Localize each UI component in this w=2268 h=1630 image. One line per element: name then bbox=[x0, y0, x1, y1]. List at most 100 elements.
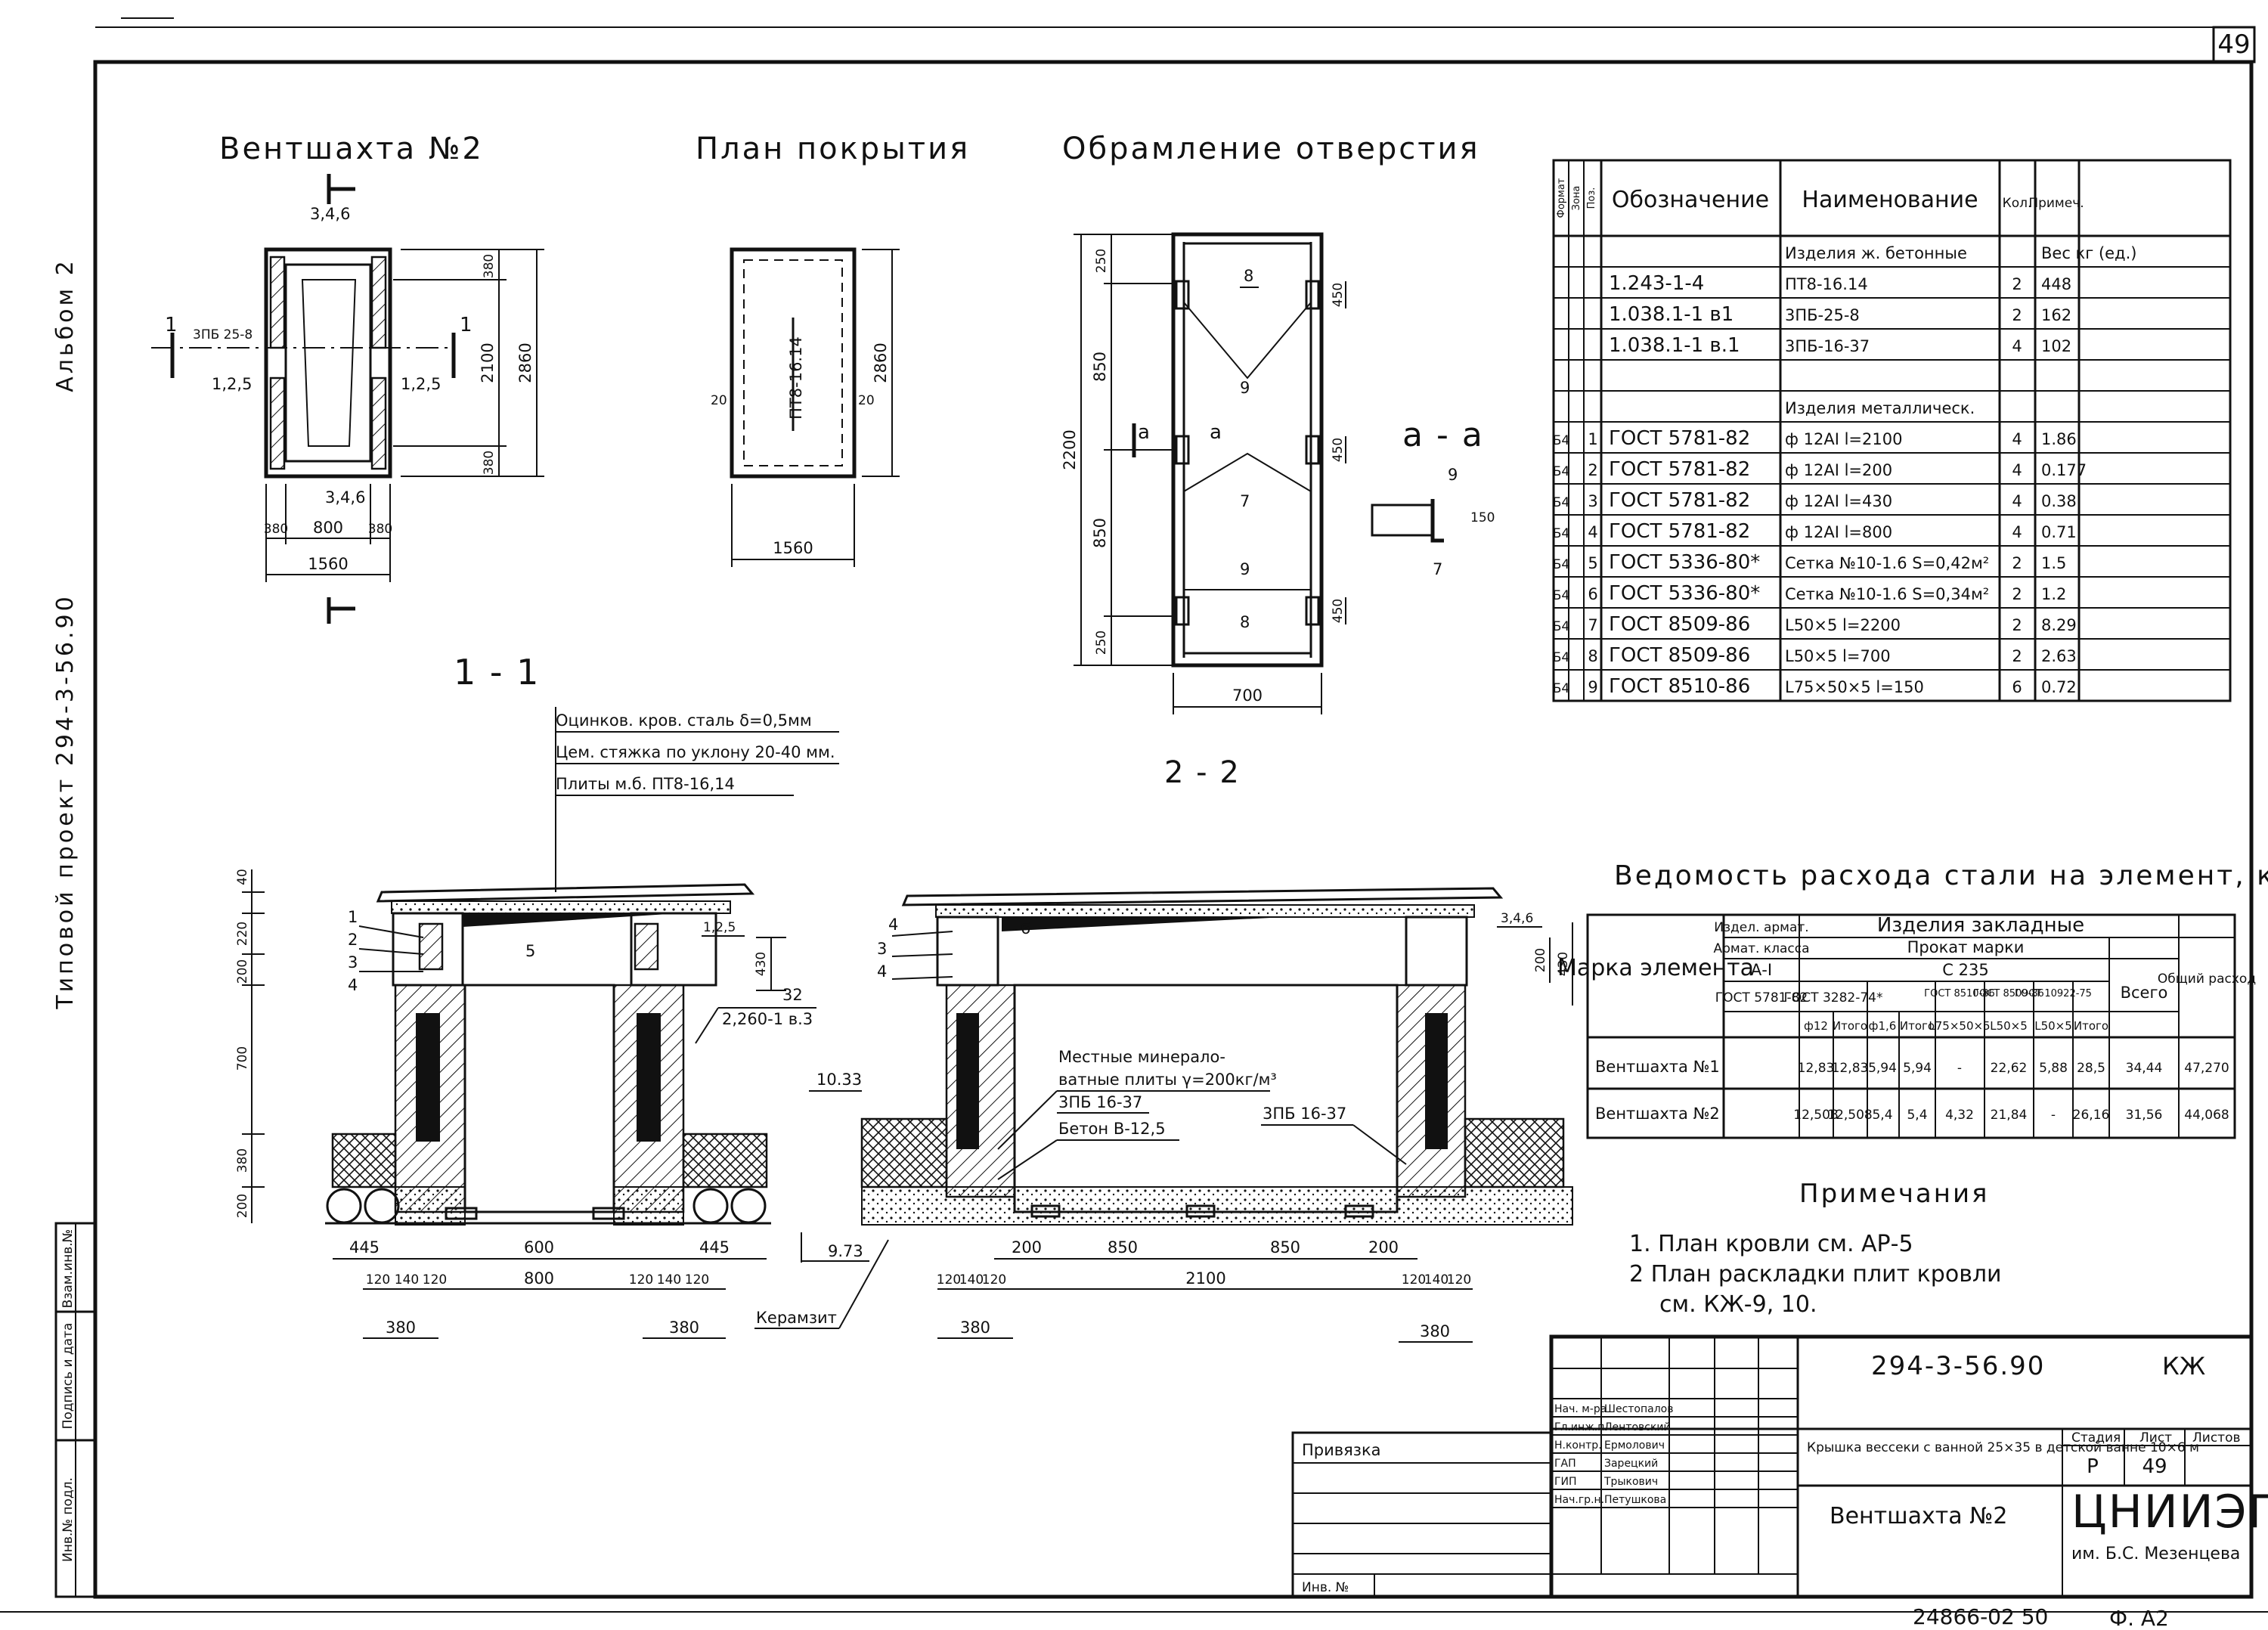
steel-cell: 12,83 bbox=[1832, 1061, 1869, 1076]
tb-element-name: Вентшахта №2 bbox=[1830, 1503, 2007, 1529]
stamp-replace: Взам.инв.№ bbox=[60, 1229, 76, 1309]
tb-sheet-label: Лист bbox=[2139, 1430, 2172, 1446]
plan-label: ПТ8-16.14 bbox=[787, 336, 805, 420]
spec-cell: 4 bbox=[2012, 523, 2022, 541]
spec-cell: ПТ8-16.14 bbox=[1785, 275, 1868, 293]
steel-h-section: Издел. армат. bbox=[1714, 920, 1808, 935]
steel-table-title: Ведомость расхода стали на элемент, кг bbox=[1614, 860, 2268, 891]
steel-h-rolled: Прокат марки bbox=[1907, 938, 2025, 956]
open-dim-4: 2200 bbox=[1061, 429, 1079, 469]
open-dim-3: 250 bbox=[1094, 631, 1109, 655]
steel-subheader: Итого bbox=[1833, 1019, 1867, 1033]
spec-cell: ф 12АI l=800 bbox=[1785, 523, 1892, 541]
s11-mark-3: 4 bbox=[348, 976, 358, 994]
open-cut-l: а bbox=[1138, 421, 1150, 444]
steel-h-gost-4: ГОСТ 10922-75 bbox=[2015, 988, 2092, 999]
steel-cell: 28,5 bbox=[2077, 1061, 2105, 1076]
tb-name: Лентовский bbox=[1604, 1421, 1671, 1433]
vent-mark-0: 3,4,6 bbox=[310, 205, 350, 223]
spec-cell: ГОСТ 5781-82 bbox=[1609, 458, 1750, 481]
spec-cell: 4 bbox=[2012, 461, 2022, 479]
spec-cell: L50×5 l=700 bbox=[1785, 647, 1891, 665]
vent-shaft-plan: 3,4,6 3ПБ 25-8 1,2,5 1,2,5 3,4,6 1 1 380… bbox=[151, 174, 544, 624]
spec-cell: 2 bbox=[2012, 275, 2022, 293]
spec-cell: ГОСТ 5336-80* bbox=[1609, 551, 1760, 574]
spec-cell: ГОСТ 5781-82 bbox=[1609, 427, 1750, 450]
steel-cell: - bbox=[1957, 1061, 1962, 1076]
open-dim-8: 700 bbox=[1232, 686, 1263, 705]
steel-h-embedded: Изделия закладные bbox=[1877, 914, 2084, 937]
steel-h-total: Всего bbox=[2121, 984, 2168, 1002]
s11-dim-l-5: 200 bbox=[235, 1194, 250, 1218]
title-opening: Обрамление отверстия bbox=[1062, 132, 1480, 166]
steel-subheader: ф1,6 bbox=[1869, 1019, 1897, 1033]
spec-cell: 2 bbox=[2012, 585, 2022, 603]
vent-dim-0: 380 bbox=[482, 254, 497, 278]
spec-cell: Изделия металлическ. bbox=[1785, 399, 1975, 417]
s11-dim-b-7: 120 bbox=[629, 1272, 653, 1288]
spec-cell: 1.243-1-4 bbox=[1609, 272, 1704, 295]
vent-mark-4: 3,4,6 bbox=[325, 488, 365, 507]
steel-cell: 5,94 bbox=[1868, 1061, 1897, 1076]
roof-plan: ПТ8-16.14 20 20 2860 1560 bbox=[711, 247, 900, 567]
spec-header: Зона bbox=[1571, 186, 1582, 211]
tb-role: ГИП bbox=[1554, 1476, 1577, 1488]
s11-dim-b-2: 445 bbox=[699, 1238, 730, 1257]
spec-cell: 1.5 bbox=[2041, 554, 2066, 572]
spec-cell: 448 bbox=[2041, 275, 2071, 293]
s22-note-0: Местные минерало- bbox=[1058, 1048, 1225, 1066]
title-block: Нач. м-раШестопаловГл.инж.п.ЛентовскийН.… bbox=[1291, 1334, 2268, 1630]
s11-mark-2: 3 bbox=[348, 953, 358, 971]
title-vent: Вентшахта №2 bbox=[219, 132, 484, 166]
s11-dim-l-1: 220 bbox=[235, 922, 250, 946]
spec-cell: 4 bbox=[2012, 430, 2022, 448]
s22-dim-b-0: 200 bbox=[1012, 1238, 1042, 1257]
s11-dim-b-1: 600 bbox=[524, 1238, 554, 1257]
section-a-mark-0: 9 bbox=[1448, 466, 1458, 484]
s11-dim-b-3: 120 bbox=[366, 1272, 390, 1288]
vent-cut-r: 1 bbox=[460, 314, 472, 336]
steel-h-gost-2: ГОСТ 8510-86 bbox=[1924, 988, 1995, 999]
spec-cell: Б4 bbox=[1553, 464, 1569, 479]
spec-cell: 8.29 bbox=[2041, 616, 2077, 634]
s22-mark-3: 6 bbox=[1021, 919, 1030, 937]
tb-role: Гл.инж.п. bbox=[1554, 1421, 1608, 1433]
s22-dim-b-9: 140 bbox=[1424, 1272, 1448, 1288]
steel-cell: - bbox=[2051, 1108, 2056, 1123]
steel-h-c235: С 235 bbox=[1942, 961, 1988, 979]
tb-org: ЦНИИЭП bbox=[2071, 1486, 2268, 1539]
steel-subheader: ф12 bbox=[1804, 1019, 1828, 1033]
s11-dim-l-4: 380 bbox=[235, 1148, 250, 1173]
s11-dim-b-10: 380 bbox=[386, 1319, 416, 1337]
steel-h-grand: Общий расход bbox=[2158, 971, 2256, 987]
s11-dim-b-0: 445 bbox=[349, 1238, 380, 1257]
title-section-22: 2 - 2 bbox=[1164, 755, 1241, 790]
section-1-1: 40 220 200 700 380 200 1 2 3 4 5 1,2,5 4… bbox=[235, 869, 889, 1339]
steel-cell: 31,56 bbox=[2126, 1108, 2163, 1123]
s11-elev-1: 9.73 bbox=[828, 1242, 863, 1260]
s11-dim-b-8: 140 bbox=[657, 1272, 681, 1288]
s11-dim-b-4: 140 bbox=[395, 1272, 419, 1288]
spec-cell: Б4 bbox=[1553, 619, 1569, 634]
steel-subheader: L75×50×5 bbox=[1929, 1019, 1990, 1033]
open-dim-7: 450 bbox=[1331, 599, 1346, 623]
tb-name: Шестопалов bbox=[1604, 1403, 1674, 1415]
s22-dim-b-10: 120 bbox=[1447, 1272, 1471, 1288]
tb-role: Нач.гр.н. bbox=[1554, 1494, 1604, 1506]
plan-dim-1: 20 bbox=[858, 393, 875, 408]
tb-binding: Привязка bbox=[1302, 1441, 1381, 1459]
album-label: Альбом 2 bbox=[52, 258, 79, 392]
vent-dim-2: 380 bbox=[482, 451, 497, 475]
s22-mark-4: 3,4,6 bbox=[1501, 911, 1533, 926]
spec-cell: 2 bbox=[2012, 616, 2022, 634]
open-dim-1: 850 bbox=[1091, 352, 1109, 382]
tb-name: Петушкова bbox=[1604, 1494, 1666, 1506]
callouts: Оцинков. кров. сталь δ=0,5мм Цем. стяжка… bbox=[555, 707, 839, 892]
